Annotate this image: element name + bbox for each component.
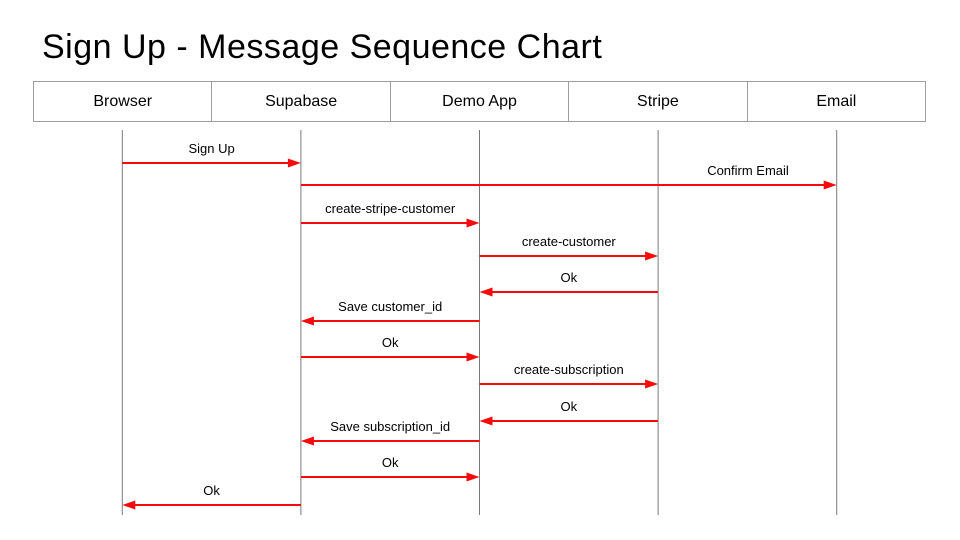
message-arrow-confirm-email-1 xyxy=(300,180,837,190)
participant-label: Stripe xyxy=(637,92,679,110)
message-label-ok-8: Ok xyxy=(560,399,578,414)
participant-box-email: Email xyxy=(746,81,927,122)
message-label-create-subscription-7: create-subscription xyxy=(513,362,624,377)
arrow-head xyxy=(122,500,136,510)
arrow-head xyxy=(466,352,480,362)
participant-label: Browser xyxy=(93,92,153,110)
message-arrow-ok-4 xyxy=(479,287,659,297)
message-label-save-subscription-id-9: Save subscription_id xyxy=(330,419,451,434)
arrow-head xyxy=(645,379,659,389)
arrow-head xyxy=(287,158,301,168)
participant-label: Demo App xyxy=(442,92,517,110)
message-label-save-customer-id-5: Save customer_id xyxy=(338,299,443,314)
message-label-ok-10: Ok xyxy=(381,455,399,470)
message-arrow-sign-up-0 xyxy=(122,158,301,168)
message-arrow-create-subscription-7 xyxy=(479,379,659,389)
message-arrow-save-subscription-id-9 xyxy=(300,436,480,446)
message-label-ok-11: Ok xyxy=(203,483,220,498)
arrow-head xyxy=(479,416,493,426)
arrow-head xyxy=(300,316,314,326)
message-arrow-ok-6 xyxy=(300,352,480,362)
message-label-confirm-email-1: Confirm Email xyxy=(707,163,789,178)
message-label-sign-up-0: Sign Up xyxy=(188,141,235,156)
message-arrow-ok-11 xyxy=(122,500,301,510)
arrow-head xyxy=(466,218,480,228)
message-arrow-create-stripe-customer-2 xyxy=(300,218,480,228)
participant-box-demo-app: Demo App xyxy=(389,81,570,122)
message-arrow-save-customer-id-5 xyxy=(300,316,480,326)
arrow-head xyxy=(466,472,480,482)
arrow-head xyxy=(479,287,493,297)
message-arrow-ok-8 xyxy=(479,416,659,426)
message-arrow-ok-10 xyxy=(300,472,480,482)
arrow-head xyxy=(645,251,659,261)
arrow-head xyxy=(300,436,314,446)
message-label-create-customer-3: create-customer xyxy=(521,234,616,249)
participant-box-browser: Browser xyxy=(33,81,213,122)
message-arrow-create-customer-3 xyxy=(479,251,659,261)
diagram-title: Sign Up - Message Sequence Chart xyxy=(42,28,603,66)
participant-label: Email xyxy=(816,92,857,110)
participant-header-row: Browser Supabase Demo App Stripe Email xyxy=(33,81,927,122)
participant-label: Supabase xyxy=(265,92,338,110)
arrow-head xyxy=(823,180,837,190)
message-label-ok-4: Ok xyxy=(560,270,578,285)
message-label-create-stripe-customer-2: create-stripe-customer xyxy=(325,201,456,216)
message-label-ok-6: Ok xyxy=(381,335,399,350)
